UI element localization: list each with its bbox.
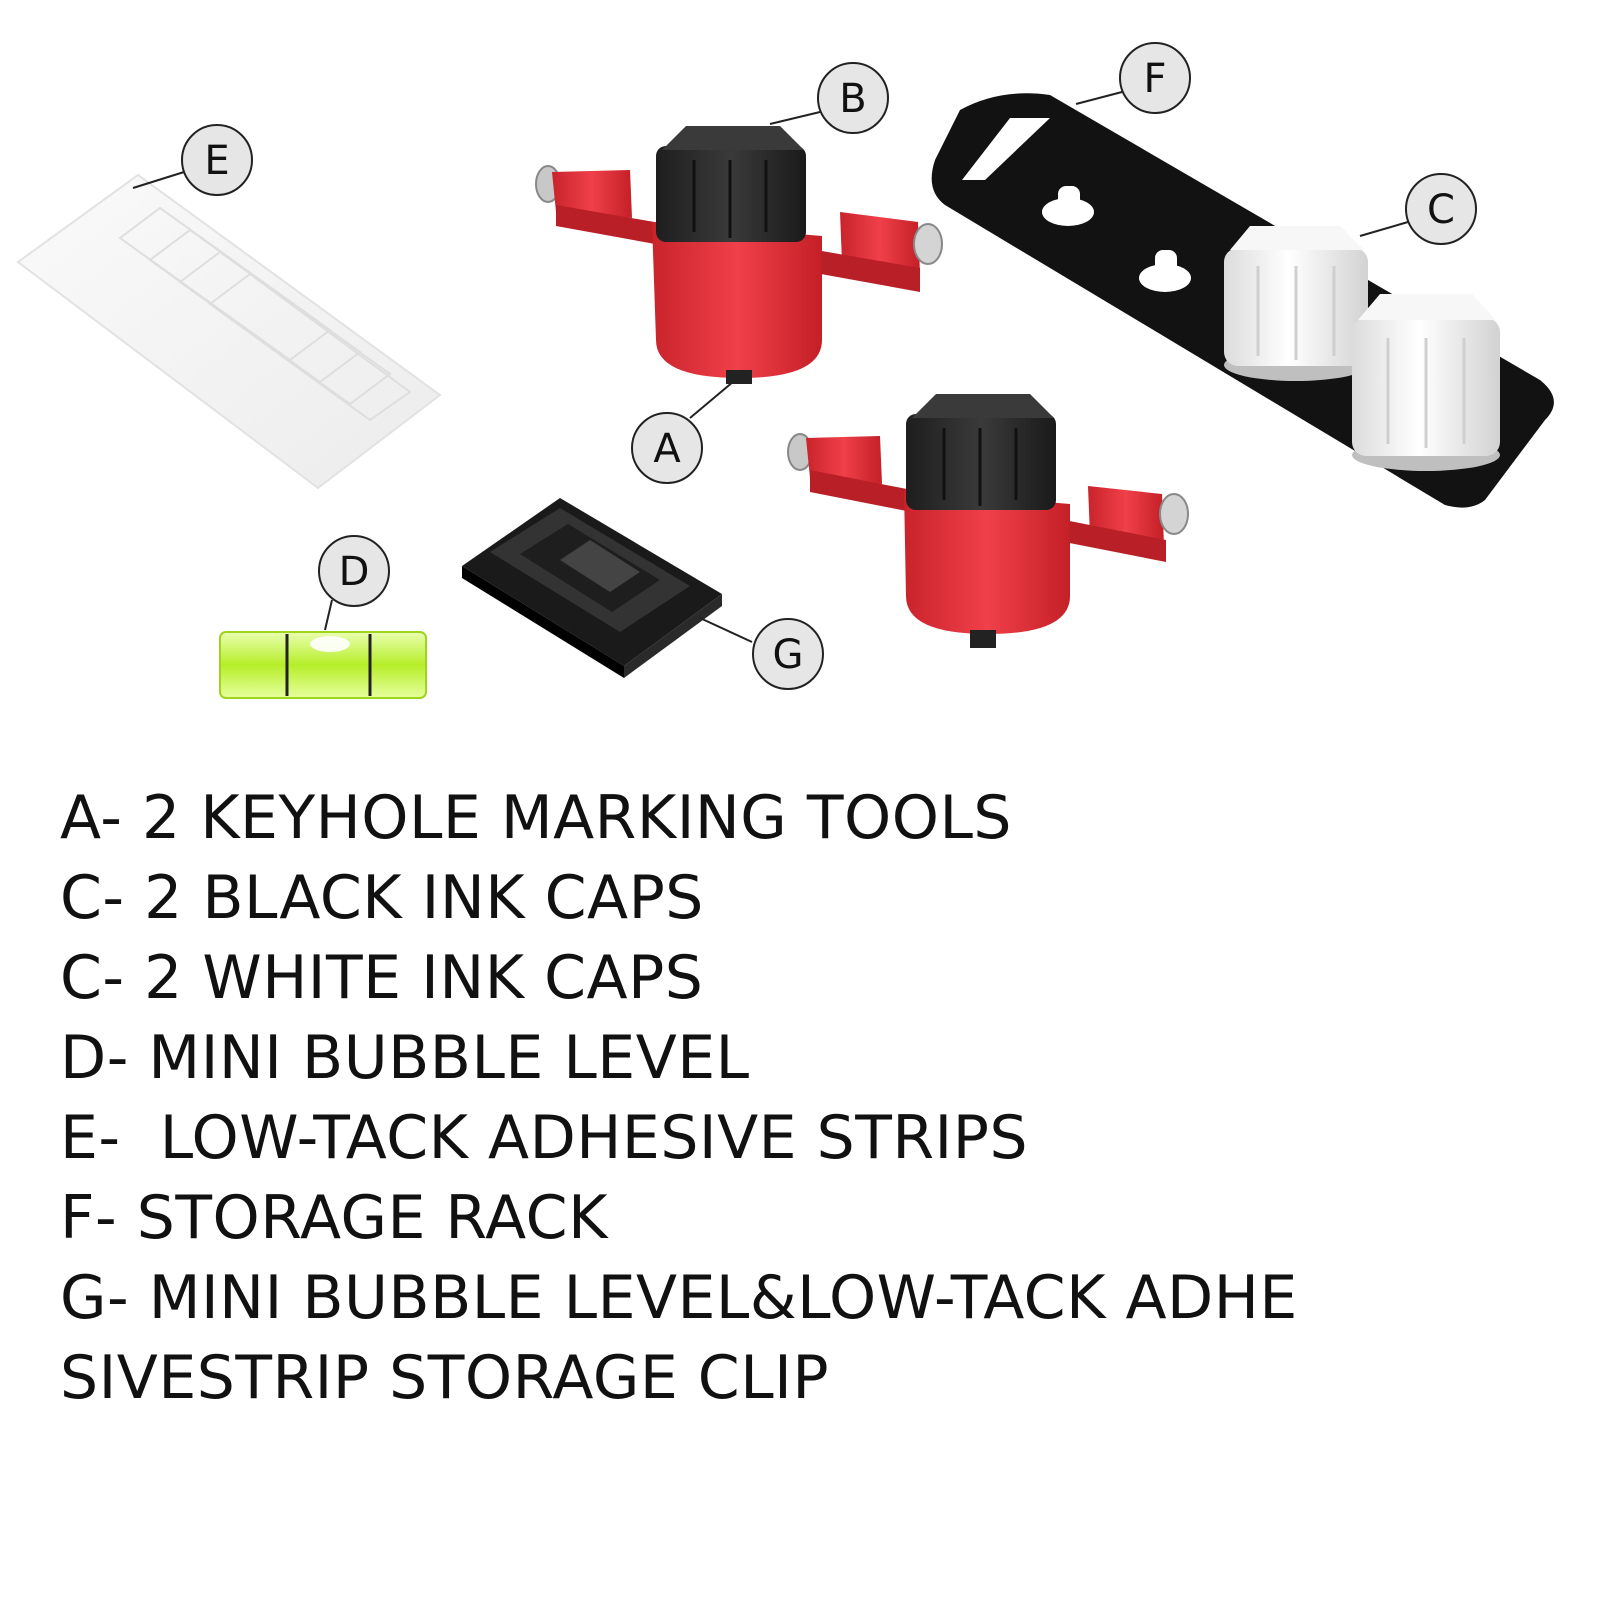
svg-text:E: E [204, 138, 229, 184]
svg-text:C: C [1427, 187, 1455, 233]
svg-text:G: G [773, 632, 804, 678]
storage-clip [462, 498, 722, 678]
adhesive-strips [16, 173, 442, 490]
legend-line-f: F- STORAGE RACK [60, 1183, 608, 1253]
callout-c: C [1405, 173, 1477, 245]
svg-text:D: D [339, 549, 370, 595]
callout-f: F [1119, 42, 1191, 114]
product-illustration: E B F C A D G [16, 42, 1554, 699]
callout-d: D [318, 535, 390, 607]
white-ink-cap-2 [1352, 294, 1500, 471]
callout-e: E [181, 124, 253, 196]
leader-lines [132, 91, 1409, 643]
keyhole-marking-tool-2 [787, 394, 1189, 648]
legend-line-d: D- MINI BUBBLE LEVEL [60, 1023, 750, 1093]
svg-text:A: A [653, 426, 681, 472]
legend-line-c-black: C- 2 BLACK INK CAPS [60, 863, 704, 933]
legend-line-e: E- LOW-TACK ADHESIVE STRIPS [60, 1103, 1029, 1173]
legend-line-g-cont: SIVESTRIP STORAGE CLIP [60, 1343, 829, 1413]
callout-g: G [752, 618, 824, 690]
white-ink-cap-1 [1224, 226, 1368, 381]
legend-line-g: G- MINI BUBBLE LEVEL&LOW-TACK ADHE [60, 1263, 1298, 1333]
legend-line-a: A- 2 KEYHOLE MARKING TOOLS [60, 783, 1012, 853]
svg-text:B: B [839, 76, 866, 122]
legend-line-c-white: C- 2 WHITE INK CAPS [60, 943, 704, 1013]
keyhole-marking-tool-1 [535, 126, 943, 384]
mini-bubble-level [219, 631, 427, 699]
svg-text:F: F [1143, 56, 1166, 102]
callout-b: B [817, 62, 889, 134]
callout-a: A [631, 412, 703, 484]
parts-legend: A- 2 KEYHOLE MARKING TOOLS C- 2 BLACK IN… [60, 778, 1560, 1418]
